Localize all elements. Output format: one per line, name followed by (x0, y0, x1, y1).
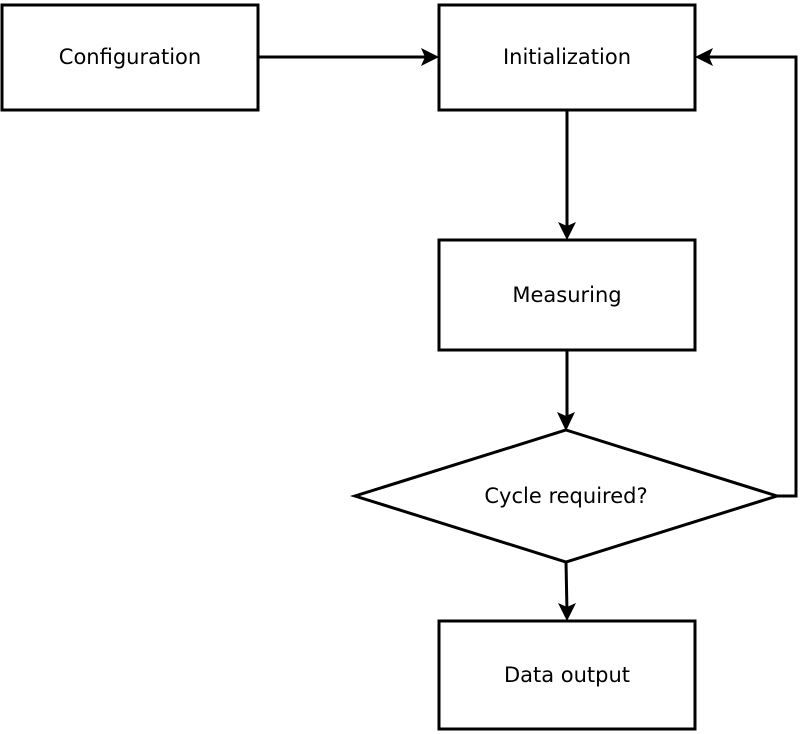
edge-initialization-to-measuring (558, 110, 576, 240)
node-data-output-shape[interactable] (437, 619, 697, 731)
edge-line (704, 55, 798, 498)
node-initialization-label: Initialization (503, 45, 631, 69)
node-cycle-required-label: Cycle required? (484, 484, 647, 508)
node-data-output[interactable]: Data output (437, 619, 697, 731)
node-configuration[interactable]: Configuration (0, 3, 260, 112)
node-data-output-label: Data output (504, 663, 630, 687)
arrowhead-icon (558, 603, 576, 621)
node-measuring[interactable]: Measuring (437, 238, 697, 352)
node-configuration-label: Configuration (59, 45, 201, 69)
arrowhead-icon (558, 222, 576, 240)
arrowhead-icon (695, 48, 713, 66)
arrowhead-icon (557, 412, 575, 431)
node-initialization[interactable]: Initialization (437, 3, 697, 112)
node-measuring-shape[interactable] (437, 238, 697, 352)
edge-configuration-to-initialization (258, 48, 439, 66)
edge-line (564, 561, 569, 613)
edge-cycle-required-to-data-output (558, 561, 576, 621)
edge-measuring-to-cycle-required (557, 350, 575, 431)
edge-cycle-required-feedback-to-initialization (695, 48, 798, 498)
node-initialization-shape[interactable] (437, 3, 697, 112)
node-cycle-required-shape[interactable] (349, 428, 783, 564)
node-configuration-shape[interactable] (0, 3, 260, 112)
arrowhead-icon (421, 48, 439, 66)
node-measuring-label: Measuring (512, 283, 621, 307)
node-cycle-required[interactable]: Cycle required? (349, 428, 783, 564)
